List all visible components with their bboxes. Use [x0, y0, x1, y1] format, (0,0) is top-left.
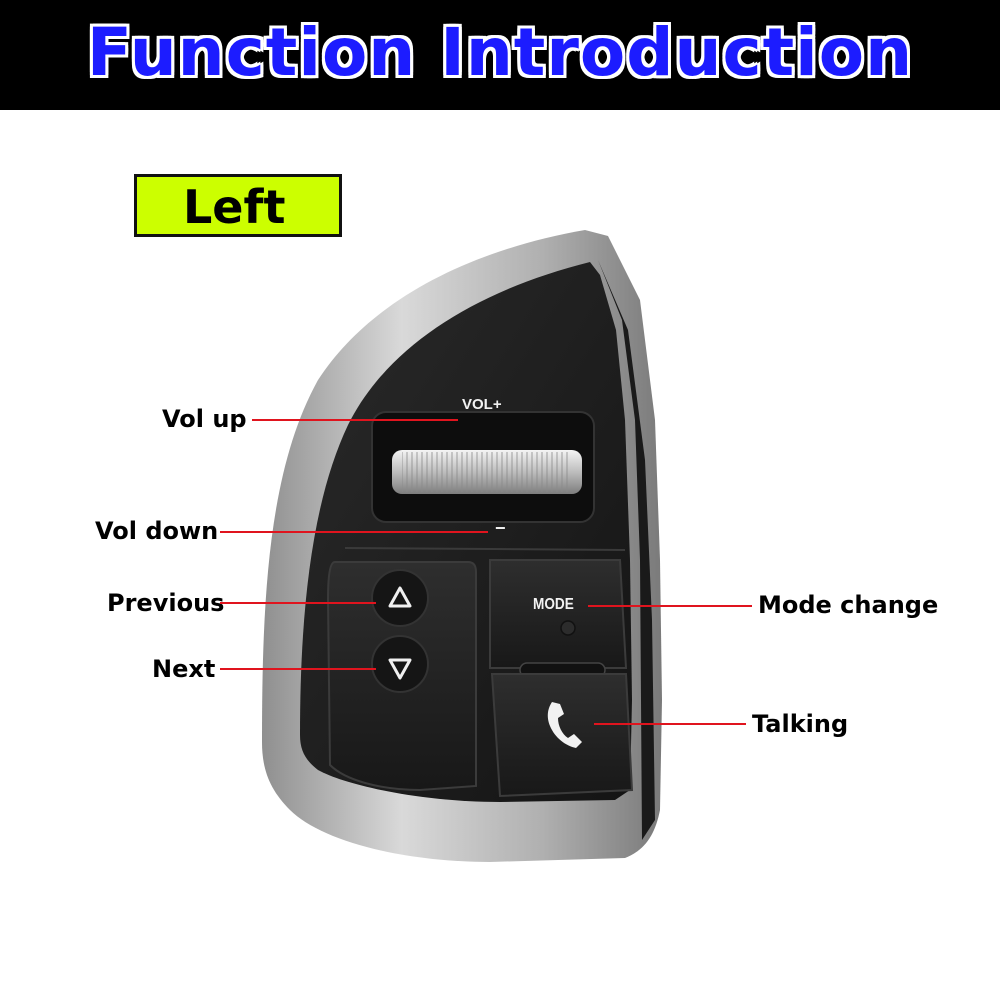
- phone-icon: [547, 702, 582, 748]
- leader-line-previous: [220, 602, 376, 604]
- leader-line-mode-change: [588, 605, 752, 607]
- vol-minus-label: −: [495, 518, 506, 538]
- next-button[interactable]: [371, 635, 429, 693]
- up-triangle-icon: [388, 586, 412, 608]
- leader-line-talking: [594, 723, 746, 725]
- mode-indicator-dot: [560, 620, 576, 636]
- callout-vol-up: Vol up: [162, 405, 247, 433]
- callout-previous: Previous: [107, 589, 225, 617]
- callout-vol-down: Vol down: [95, 517, 219, 545]
- leader-line-vol-up: [252, 419, 458, 421]
- down-triangle-icon: [388, 658, 412, 680]
- callout-next: Next: [152, 655, 216, 683]
- previous-button[interactable]: [371, 569, 429, 627]
- page-title: Function Introduction: [86, 14, 914, 91]
- leader-line-next: [220, 668, 376, 670]
- side-badge-label: Left: [183, 180, 286, 234]
- mode-button[interactable]: [489, 559, 628, 669]
- callout-talking: Talking: [752, 710, 849, 738]
- side-badge: Left: [134, 174, 342, 237]
- rear-edge: [598, 260, 655, 840]
- header-bar: Function Introduction: [0, 0, 1000, 110]
- vol-plus-label: VOL+: [462, 396, 502, 413]
- mode-label: MODE: [533, 596, 574, 613]
- callout-mode-change: Mode change: [758, 591, 939, 619]
- leader-line-vol-down: [220, 531, 488, 533]
